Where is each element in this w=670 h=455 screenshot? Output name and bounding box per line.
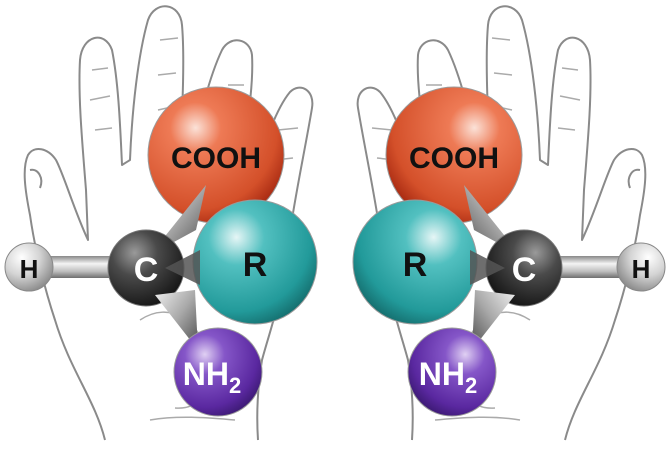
left-central-label: C	[134, 251, 159, 289]
left-hydrogen-label: H	[20, 254, 39, 284]
left-central-carbon: C	[107, 229, 185, 307]
left-side-chain-atom: R	[192, 199, 318, 325]
left-wedge-amine	[155, 290, 198, 350]
right-h-bond	[550, 256, 630, 278]
left-hydrogen-atom: H	[4, 242, 54, 292]
left-amine-atom: NH2	[173, 327, 263, 417]
left-wedge-side-chain	[165, 250, 200, 285]
right-carboxyl-label: COOH	[409, 142, 499, 175]
svg-text:NH2: NH2	[419, 356, 477, 398]
right-amine-subscript: 2	[465, 373, 477, 398]
right-wedge-amine	[472, 290, 515, 350]
right-hand-group: COOH C R NH2 H	[352, 5, 666, 441]
left-carboxyl-label: COOH	[171, 142, 261, 175]
right-hydrogen-sphere	[616, 242, 666, 292]
left-amine-label: NH	[183, 356, 229, 392]
left-carboxyl-atom: COOH	[147, 86, 285, 224]
right-central-label: C	[512, 251, 537, 289]
right-amine-sphere	[407, 327, 497, 417]
left-h-bond	[40, 256, 120, 278]
svg-text:NH2: NH2	[183, 356, 241, 398]
left-side-chain-label: R	[243, 246, 268, 284]
left-amine-subscript: 2	[229, 373, 241, 398]
left-hand-group: COOH C R NH2 H	[4, 5, 318, 441]
right-side-chain-label: R	[403, 246, 428, 284]
right-amine-label: NH	[419, 356, 465, 392]
right-hydrogen-label: H	[632, 254, 651, 284]
right-wedge-side-chain	[470, 250, 505, 285]
